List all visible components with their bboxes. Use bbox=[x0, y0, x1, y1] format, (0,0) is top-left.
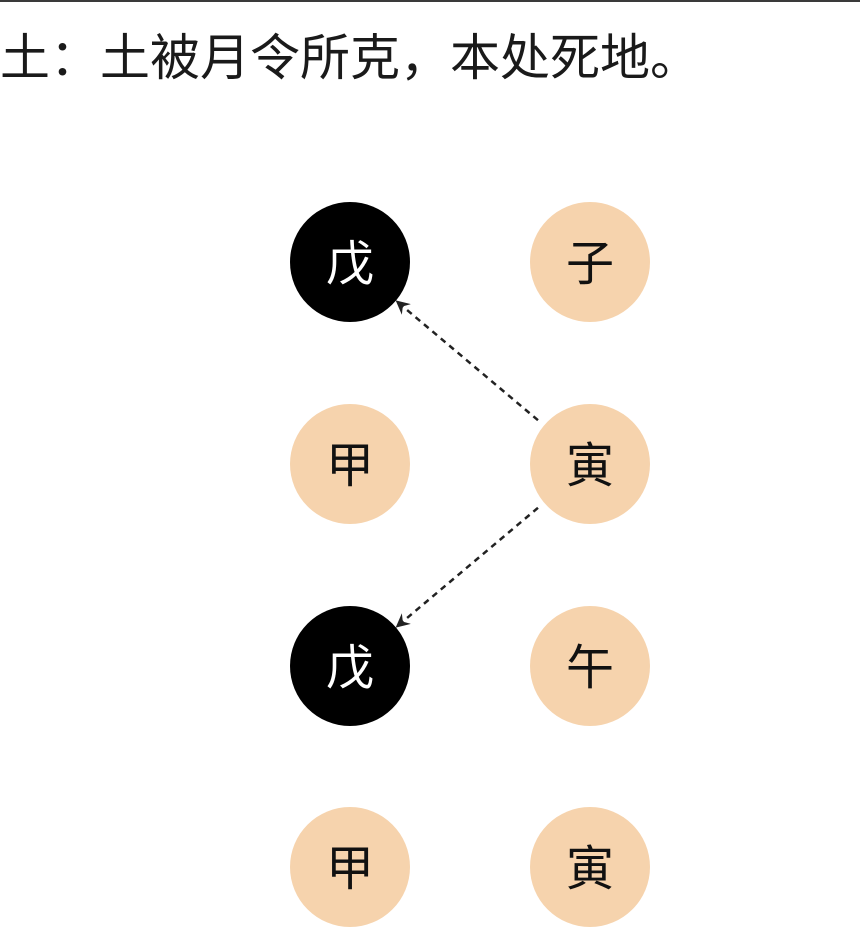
branch-node-4: 寅 bbox=[530, 807, 650, 927]
stem-node-3: 戊 bbox=[290, 606, 410, 726]
branch-label: 午 bbox=[566, 640, 614, 696]
branch-node-2: 寅 bbox=[530, 404, 650, 524]
top-rule bbox=[0, 0, 860, 2]
branch-label: 子 bbox=[566, 236, 614, 292]
stem-circle bbox=[290, 202, 410, 322]
stem-node-4: 甲 bbox=[290, 807, 410, 927]
stem-node-2: 甲 bbox=[290, 404, 410, 524]
branch-circle bbox=[530, 807, 650, 927]
arrow-group bbox=[395, 300, 539, 628]
stem-node-1: 戊 bbox=[290, 202, 410, 322]
stem-circle bbox=[290, 404, 410, 524]
stem-label: 甲 bbox=[326, 438, 374, 494]
branch-circle bbox=[530, 606, 650, 726]
arrow-yin-to-wu-top bbox=[395, 300, 539, 422]
branch-node-1: 子 bbox=[530, 202, 650, 322]
stem-label: 戊 bbox=[326, 236, 374, 292]
branch-circle bbox=[530, 202, 650, 322]
branch-node-3: 午 bbox=[530, 606, 650, 726]
branch-label: 寅 bbox=[566, 841, 614, 897]
stem-circle bbox=[290, 606, 410, 726]
stem-circle bbox=[290, 807, 410, 927]
stem-label: 戊 bbox=[326, 640, 374, 696]
branch-label: 寅 bbox=[566, 438, 614, 494]
branch-circle bbox=[530, 404, 650, 524]
arrow-yin-to-wu-bottom bbox=[395, 506, 539, 628]
stem-label: 甲 bbox=[326, 841, 374, 897]
headline: 土：土被月令所克，本处死地。 bbox=[0, 29, 700, 87]
